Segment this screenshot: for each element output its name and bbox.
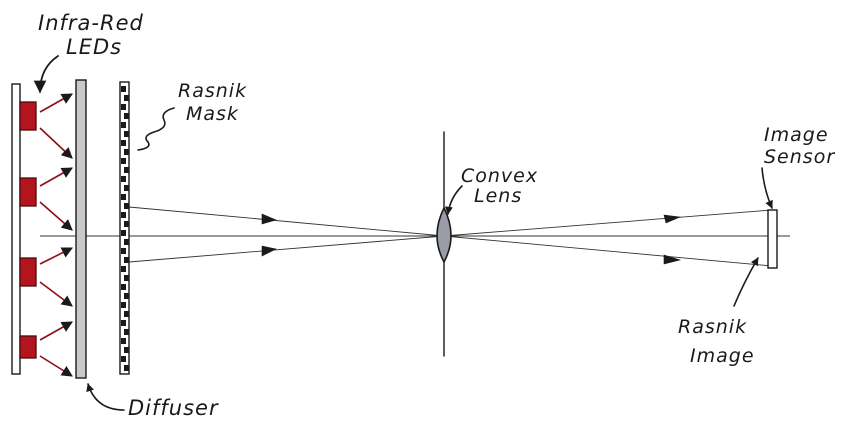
mask-square xyxy=(121,104,126,110)
led xyxy=(19,177,37,207)
mask-square xyxy=(121,338,126,344)
ray-upper xyxy=(128,206,445,237)
mask-square xyxy=(124,257,129,263)
optical-rays xyxy=(128,206,773,267)
mask-square xyxy=(121,284,126,290)
mask-square xyxy=(121,248,126,254)
label-diffuser-text: Diffuser xyxy=(128,396,219,420)
mask-square xyxy=(124,329,129,335)
label-diffuser: Diffuser xyxy=(86,383,219,420)
ray-arrow xyxy=(261,213,277,225)
ray-arrow xyxy=(261,245,277,257)
label-leds-line1: Infra-Red xyxy=(38,11,144,35)
mask-square xyxy=(121,86,126,92)
mask-square xyxy=(124,95,129,101)
label-rasnik-mask: Rasnik Mask xyxy=(137,80,247,151)
mask-square xyxy=(124,149,129,155)
ray-upper-out xyxy=(443,235,773,267)
mask-square xyxy=(121,122,126,128)
label-infrared-leds: Infra-Red LEDs xyxy=(33,11,144,94)
image-sensor xyxy=(767,209,778,269)
mask-square xyxy=(124,293,129,299)
convex-lens xyxy=(436,206,452,264)
mask-square xyxy=(121,176,126,182)
mask-square xyxy=(124,221,129,227)
label-image-sensor: Image Sensor xyxy=(761,124,835,209)
lens-pointer-arrow xyxy=(444,185,463,215)
mask-square xyxy=(124,347,129,353)
infrared-leds xyxy=(19,101,37,359)
diffuser-panel xyxy=(75,79,87,379)
label-rasnik-image: Rasnik Image xyxy=(678,257,759,367)
label-sensor-line1: Image xyxy=(764,124,829,146)
leds-pointer-arrow xyxy=(33,55,59,94)
mask-square xyxy=(124,203,129,209)
label-leds-line2: LEDs xyxy=(66,35,122,59)
mask-square xyxy=(124,185,129,191)
mask-square xyxy=(124,311,129,317)
mask-square xyxy=(121,302,126,308)
mask-square xyxy=(121,320,126,326)
mask-square xyxy=(121,194,126,200)
ray-arrow xyxy=(663,214,682,224)
label-lens-line1: Convex xyxy=(461,165,538,187)
label-mask-line1: Rasnik xyxy=(178,80,247,102)
label-lens-line2: Lens xyxy=(474,185,522,207)
ray-arrow xyxy=(663,254,682,265)
mask-square xyxy=(124,275,129,281)
mask-square xyxy=(124,239,129,245)
mask-square xyxy=(124,113,129,119)
mask-square xyxy=(121,158,126,164)
mask-square xyxy=(121,212,126,218)
led-board xyxy=(11,83,21,375)
ray-lower xyxy=(128,235,445,263)
label-convex-lens: Convex Lens xyxy=(444,165,538,215)
mask-pointer-squiggle xyxy=(137,107,175,151)
mask-square xyxy=(121,356,126,362)
sensor-pointer-arrow xyxy=(761,167,773,209)
diffuser-pointer-arrow xyxy=(86,383,125,411)
mask-square xyxy=(121,230,126,236)
mask-square xyxy=(124,131,129,137)
label-sensor-line2: Sensor xyxy=(764,146,835,168)
mask-square xyxy=(121,266,126,272)
mask-square xyxy=(124,365,129,371)
label-image-line1: Rasnik xyxy=(678,316,747,338)
led xyxy=(19,335,37,359)
image-pointer-arrow xyxy=(733,257,759,307)
mask-square xyxy=(121,140,126,146)
rasnik-mask xyxy=(119,81,130,375)
ray-lower-out xyxy=(443,209,773,237)
mask-square xyxy=(124,167,129,173)
led xyxy=(19,101,37,131)
label-image-line2: Image xyxy=(690,345,755,367)
label-mask-line2: Mask xyxy=(186,103,239,125)
led xyxy=(19,257,37,287)
led-light-rays xyxy=(39,93,74,377)
